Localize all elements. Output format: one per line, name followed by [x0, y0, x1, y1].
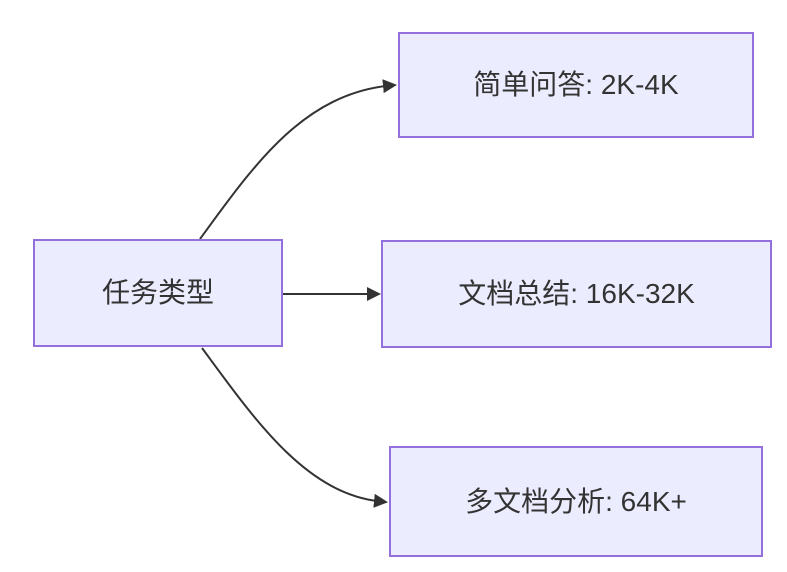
node-multi-doc-analysis-label: 多文档分析: 64K+ [465, 485, 687, 517]
node-doc-summary: 文档总结: 16K-32K [381, 240, 772, 348]
node-task-type-label: 任务类型 [101, 277, 214, 309]
node-simple-qa: 简单问答: 2K-4K [398, 32, 754, 138]
node-simple-qa-label: 简单问答: 2K-4K [473, 69, 679, 101]
node-task-type: 任务类型 [33, 239, 283, 347]
edge-root-to-simple-qa [199, 79, 397, 240]
node-multi-doc-analysis: 多文档分析: 64K+ [389, 446, 763, 557]
node-doc-summary-label: 文档总结: 16K-32K [458, 278, 695, 310]
edge-root-to-multi-doc [201, 347, 388, 508]
